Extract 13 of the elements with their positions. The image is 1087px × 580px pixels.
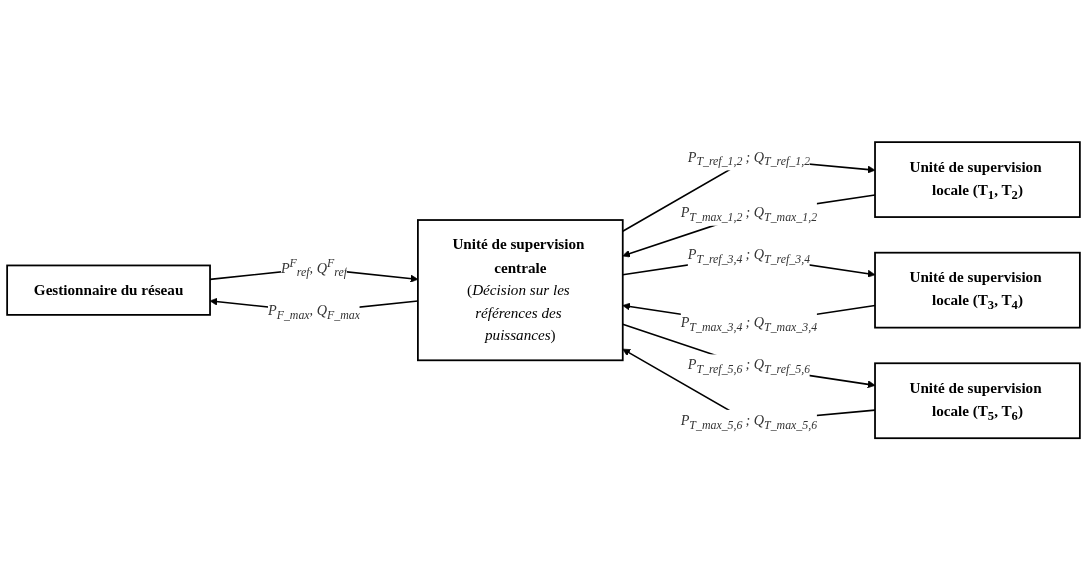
edge-label: P$_{T_ref_3,4}$ ; Q$_{T_ref_3,4}$: [687, 246, 811, 266]
node-box: Unité de supervision locale (T$_{5}$, T$_{6}$): [874, 362, 1081, 439]
edge-label: P$_{F_max}$, Q$_{F_max}$: [267, 302, 360, 322]
node-box: Unité de supervision locale (T$_{1}$, T$_{2}$): [874, 141, 1081, 218]
node-box: Unité de supervision locale (T$_{3}$, T$_{4}$): [874, 251, 1081, 329]
node-box: Gestionnaire du réseau: [6, 264, 211, 316]
edge-label: P$_{T_ref_5,6}$ ; Q$_{T_ref_5,6}$: [687, 356, 811, 376]
edge-label: P$_{T_max_1,2}$ ; Q$_{T_max_1,2}$: [680, 204, 818, 224]
arrow: [622, 194, 876, 258]
edge-label: P$_{T_ref_1,2}$ ; Q$_{T_ref_1,2}$: [687, 148, 811, 168]
edge-label: P$_{T_max_3,4}$ ; Q$_{T_max_3,4}$: [680, 314, 818, 334]
node-box: Unité de supervision centrale (Décision sur les références des puissances): [417, 218, 624, 361]
edge-label: P$_{T_max_5,6}$ ; Q$_{T_max_5,6}$: [680, 412, 818, 432]
